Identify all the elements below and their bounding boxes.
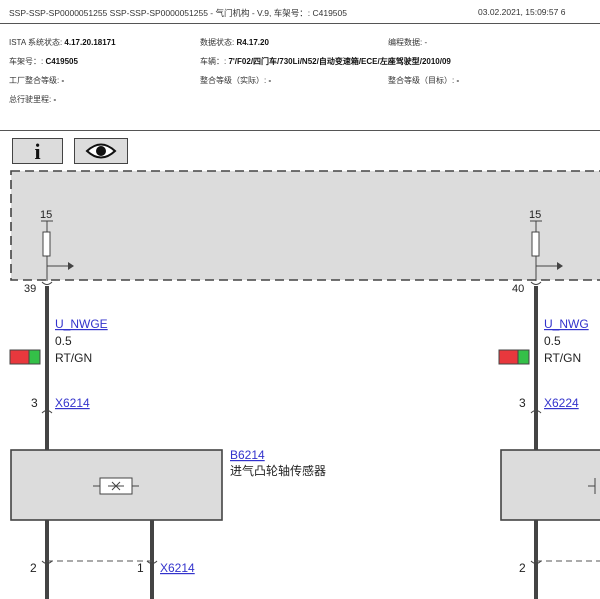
level-target: 整合等级（目标）: - bbox=[388, 76, 460, 85]
pin-2-left: 2 bbox=[30, 561, 37, 575]
pin-40: 40 bbox=[512, 283, 524, 295]
info-button[interactable]: i bbox=[12, 138, 63, 164]
pin-3-right: 3 bbox=[519, 396, 526, 410]
level-actual: 整合等级（实际）: - bbox=[200, 76, 272, 85]
document-title: SSP-SSP-SP0000051255 SSP-SSP-SP000005125… bbox=[9, 8, 347, 18]
toolbar-divider bbox=[0, 130, 600, 131]
wire-right-color-swatch bbox=[498, 349, 530, 365]
sensor-symbol bbox=[93, 477, 139, 495]
vehicle: 车辆：: 7'/F02/四门车/730Li/N52/自动变速箱/ECE/左座驾驶… bbox=[200, 57, 451, 66]
data-status: 数据状态: R4.17.20 bbox=[200, 38, 269, 47]
control-unit-box bbox=[10, 170, 600, 281]
wire-left-name-link[interactable]: U_NWGE bbox=[55, 317, 108, 331]
document-datetime: 03.02.2021, 15:09:57 6 bbox=[478, 7, 566, 17]
wire-left-color: RT/GN bbox=[55, 351, 92, 365]
pin-1: 1 bbox=[137, 561, 144, 575]
pin-39: 39 bbox=[24, 283, 36, 295]
header-divider bbox=[0, 23, 600, 24]
wire-right-color: RT/GN bbox=[544, 351, 581, 365]
info-icon: i bbox=[34, 139, 41, 164]
wire-right-name-link[interactable]: U_NWG bbox=[544, 317, 589, 331]
factory-level: 工厂整合等级: - bbox=[9, 76, 65, 85]
component-name: 进气凸轮轴传感器 bbox=[230, 463, 326, 478]
connector-right-link[interactable]: X6224 bbox=[544, 396, 579, 410]
mileage: 总行驶里程: - bbox=[9, 95, 57, 104]
pin-3-left: 3 bbox=[31, 396, 38, 410]
component-id-link[interactable]: B6214 bbox=[230, 448, 265, 462]
wire-left-color-swatch bbox=[9, 349, 41, 365]
ista-status: ISTA 系统状态: 4.17.20.18171 bbox=[9, 38, 116, 47]
wire-left-size: 0.5 bbox=[55, 334, 72, 348]
pin-2-right: 2 bbox=[519, 561, 526, 575]
fuse-right-label: 15 bbox=[529, 209, 541, 221]
vin: 车架号：: C419505 bbox=[9, 57, 78, 66]
programming-data: 编程数据: - bbox=[388, 38, 428, 47]
fuse-right bbox=[530, 220, 563, 281]
fuse-left-label: 15 bbox=[40, 209, 52, 221]
eye-icon bbox=[85, 143, 117, 159]
connector-left-link[interactable]: X6214 bbox=[55, 396, 90, 410]
sensor-box-right bbox=[500, 449, 600, 521]
view-button[interactable] bbox=[74, 138, 128, 164]
connector-bottom-link[interactable]: X6214 bbox=[160, 561, 195, 575]
wire-right-size: 0.5 bbox=[544, 334, 561, 348]
fuse-left bbox=[41, 220, 74, 281]
